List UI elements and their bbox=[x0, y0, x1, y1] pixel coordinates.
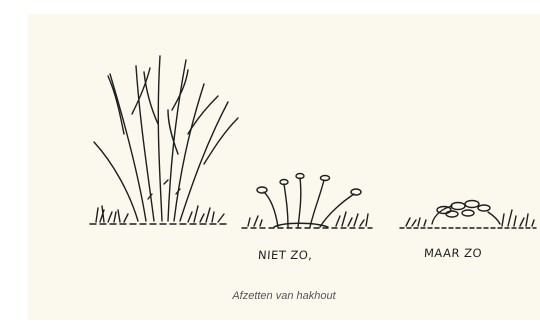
label-right-way: MAAR ZO bbox=[424, 246, 483, 260]
full-grown-bush-drawing bbox=[90, 56, 238, 224]
label-wrong-way: NIET ZO, bbox=[258, 248, 314, 262]
wrong-way-stumps-drawing bbox=[242, 174, 372, 229]
coppice-illustration bbox=[28, 14, 540, 320]
right-way-stumps-drawing bbox=[400, 201, 536, 229]
figure-caption: Afzetten van hakhout bbox=[28, 290, 540, 302]
illustration-panel: NIET ZO, MAAR ZO Afzetten van hakhout bbox=[28, 14, 540, 320]
